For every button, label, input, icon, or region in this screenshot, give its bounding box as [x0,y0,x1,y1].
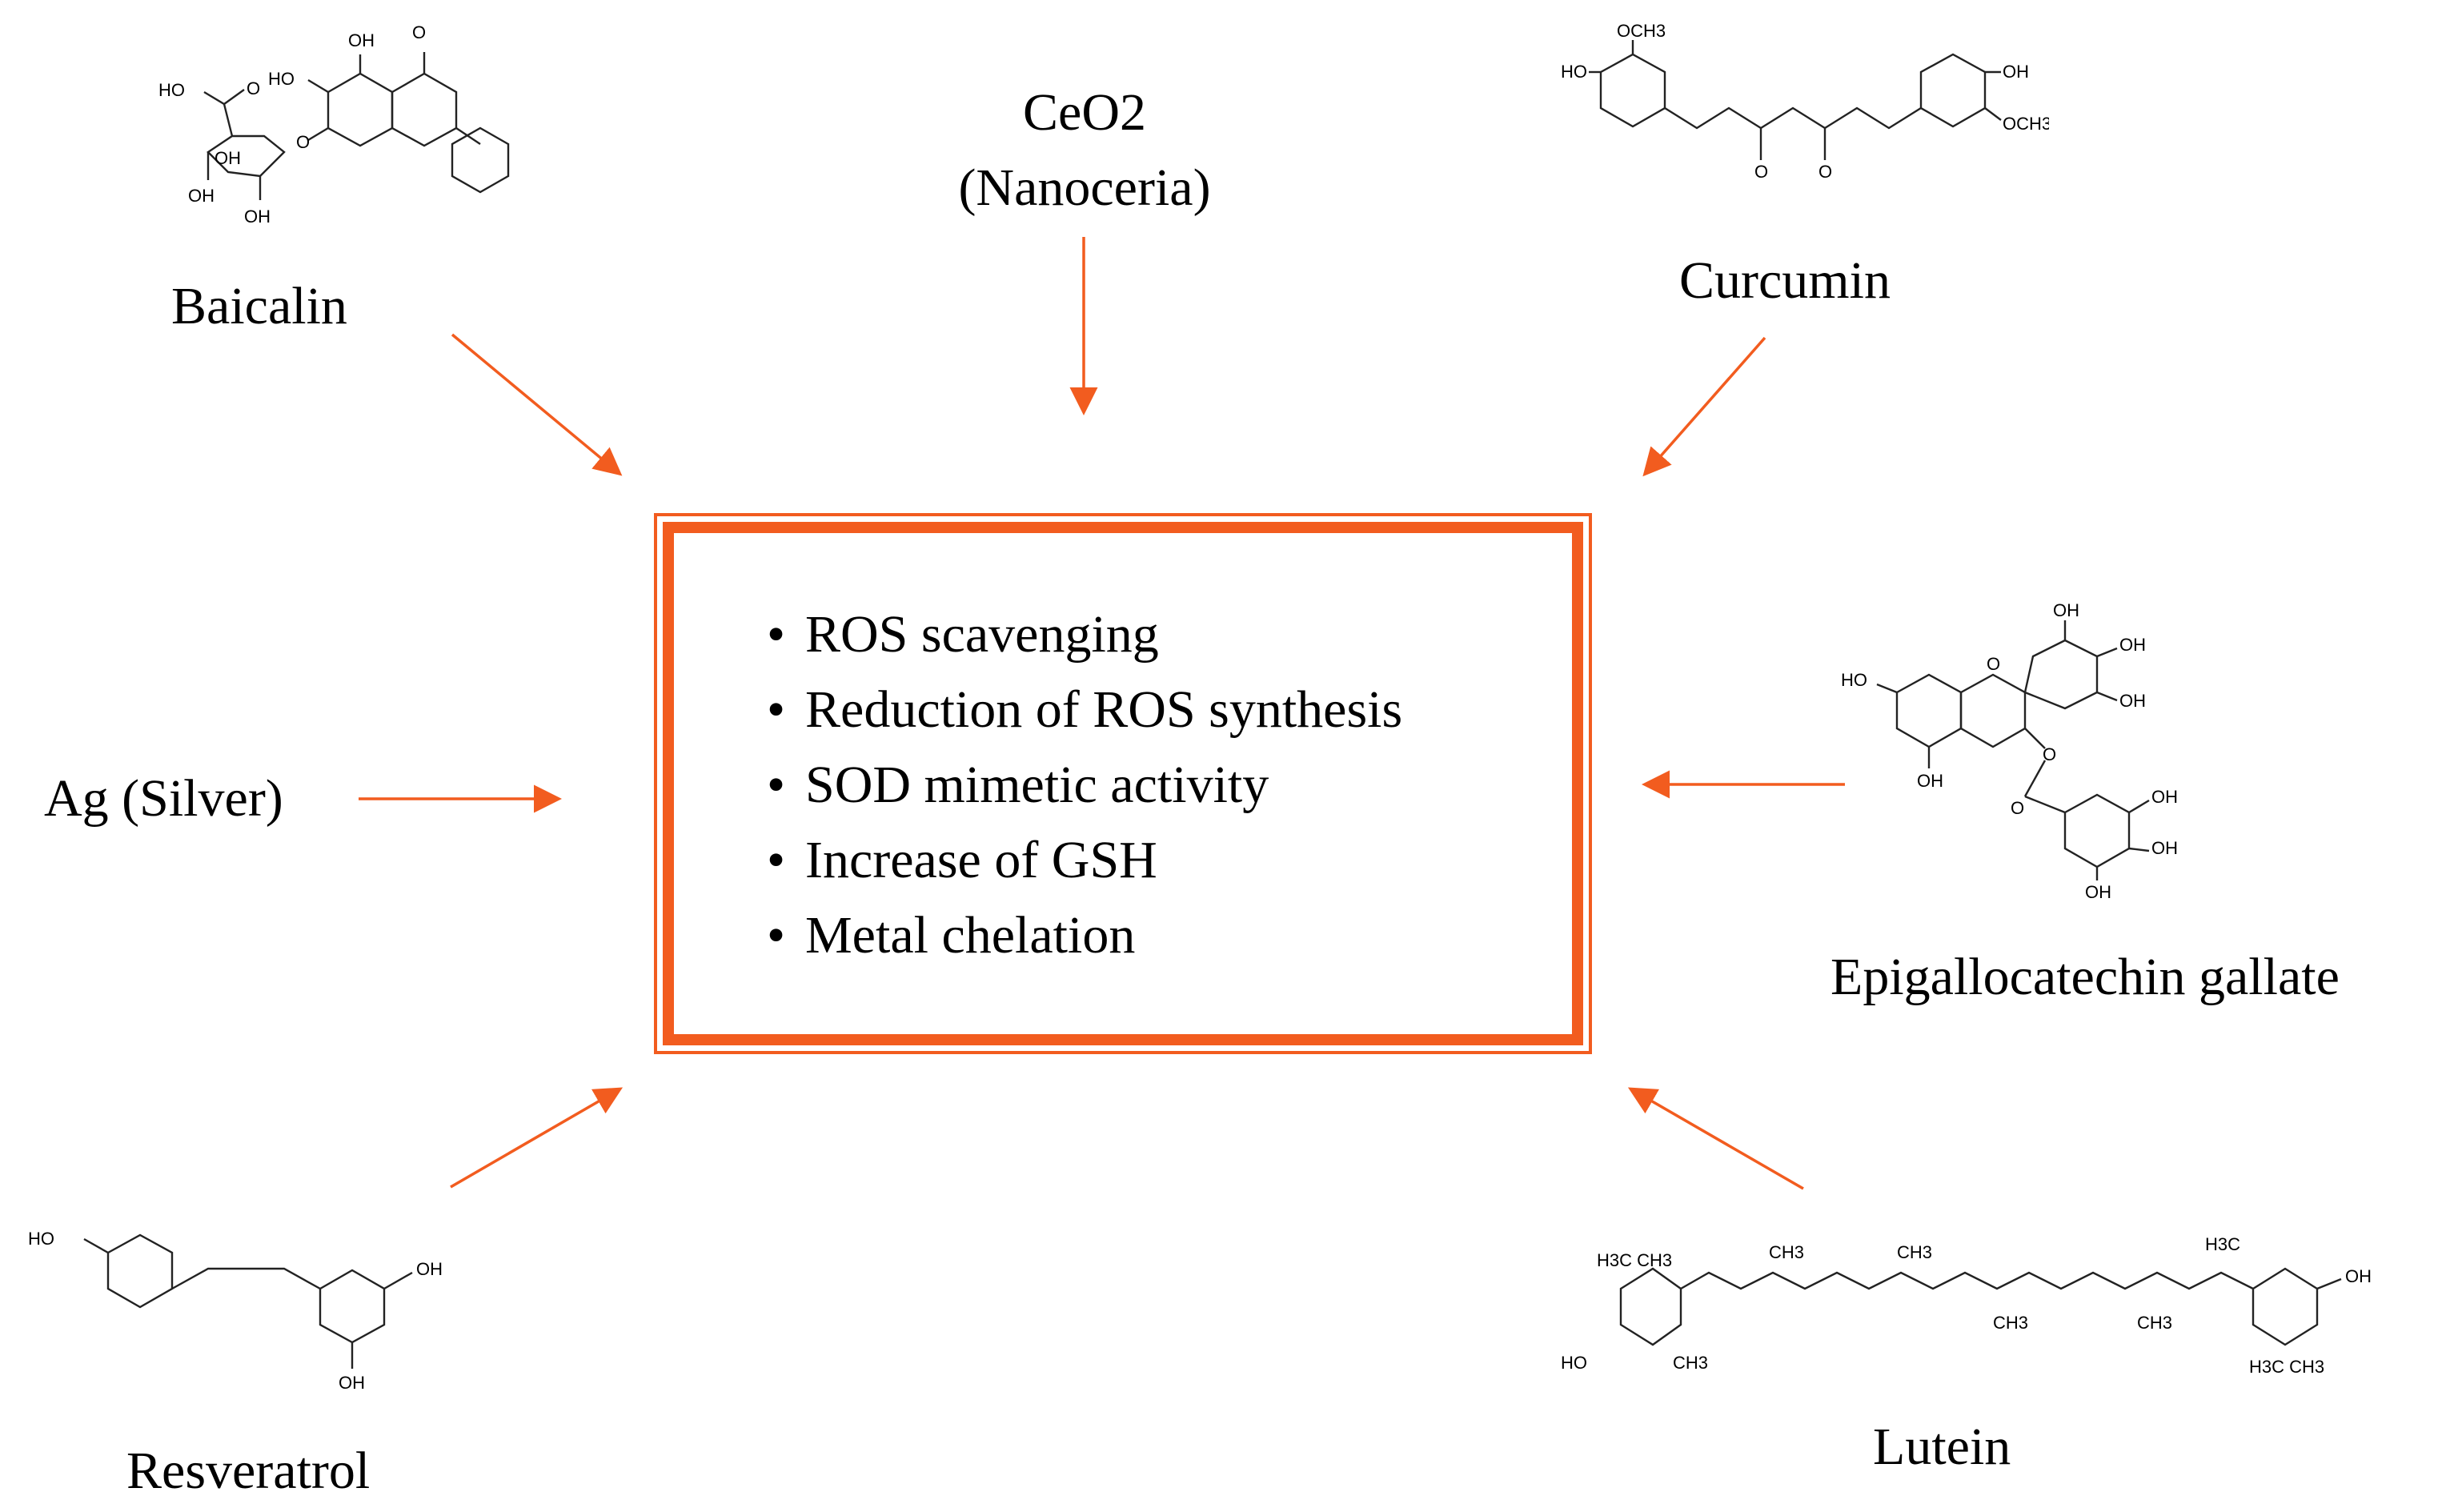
effect-item: Increase of GSH [767,823,1402,898]
effect-item: Metal chelation [767,898,1402,973]
arrow-resveratrol [450,1087,624,1189]
egcg-atom: OH [2119,635,2146,655]
resveratrol-atom: OH [339,1373,365,1393]
silver-label: Ag (Silver) [44,769,283,828]
baicalin-atom: O [412,22,426,42]
lutein-atom: CH3 [1993,1313,2028,1333]
baicalin-bond [223,89,245,105]
egcg-bond [2023,760,2047,797]
curcumin-atom: O [1818,162,1832,182]
curcumin-atom: OH [2003,62,2029,82]
resveratrol-bond [383,1271,413,1290]
curcumin-atom: OCH3 [2003,114,2049,134]
resveratrol-label: Resveratrol [126,1442,371,1500]
baicalin-atom: OH [188,186,215,206]
baicalin-bond [223,103,234,137]
curcumin-structure: OCH3 HO O O OH OCH3 [1561,21,2049,182]
effect-item: SOD mimetic activity [767,748,1402,823]
baicalin-bond [203,90,225,106]
lutein-atom: H3C CH3 [1597,1250,1672,1270]
curcumin-bond [1984,107,2002,121]
baicalin-bond [307,126,329,142]
egcg-ring-gallate [2063,793,2131,868]
lutein-atom: HO [1561,1353,1587,1373]
egcg-label: Epigallocatechin gallate [1830,948,2340,1006]
egcg-atom: OH [2151,787,2178,807]
egcg-bond [2128,799,2150,814]
resveratrol-bond [83,1237,109,1254]
baicalin-label: Baicalin [171,277,347,335]
egcg-atom: OH [1917,771,1943,791]
arrow-lutein [1627,1087,1804,1190]
egcg-atom: OH [2119,691,2146,711]
baicalin-atom: OH [215,148,241,168]
egcg-ring-b [2023,639,2099,710]
curcumin-ring-right [1919,53,1987,128]
egcg-structure: HO O OH OH OH OH O O OH OH OH [1841,600,2178,900]
egcg-bond [2024,795,2066,814]
egcg-atom: O [2043,744,2056,764]
resveratrol-structure: HO OH OH [28,1229,443,1393]
egcg-atom: O [1987,654,2000,674]
egcg-bond [1876,683,1898,694]
egcg-bond [2096,691,2118,702]
baicalin-atom: HO [158,80,185,100]
egcg-atom: HO [1841,670,1867,690]
arrow-baicalin [451,333,623,476]
lutein-label: Lutein [1873,1418,2011,1476]
egcg-atom: O [2011,798,2024,818]
baicalin-bond [307,78,329,94]
baicalin-ring-b [451,126,510,194]
egcg-atom: OH [2151,838,2178,858]
baicalin-atom: O [247,78,260,98]
lutein-bond [2316,1277,2342,1290]
lutein-polyene-chain [1680,1271,2254,1290]
egcg-bond [2024,728,2046,749]
resveratrol-atom: HO [28,1229,54,1249]
lutein-atom: CH3 [2137,1313,2172,1333]
lutein-structure: H3C CH3 CH3 CH3 HO CH3 CH3 CH3 H3C OH H3… [1561,1234,2372,1377]
egcg-bond [2128,847,2150,852]
egcg-bond [2096,647,2118,658]
effect-item: Reduction of ROS synthesis [767,672,1402,748]
lutein-atom: OH [2345,1266,2372,1286]
lutein-atom: CH3 [1769,1242,1804,1262]
curcumin-chain [1664,106,1922,130]
curcumin-ring-left [1599,53,1666,128]
curcumin-label: Curcumin [1679,251,1891,310]
effect-item: ROS scavenging [767,597,1402,672]
baicalin-bond [455,127,481,145]
ceo2-label-line1: CeO2 [1023,83,1146,142]
lutein-ring-right [2252,1267,2319,1346]
baicalin-atom: OH [348,30,375,50]
lutein-atom: H3C [2205,1234,2240,1254]
ceo2-label-line2: (Nanoceria) [958,158,1211,217]
egcg-ring-c [1959,673,2027,748]
baicalin-ring-c [391,72,458,147]
arrow-curcumin [1642,336,1766,477]
baicalin-atom: O [296,132,310,152]
curcumin-atom: O [1754,162,1768,182]
lutein-ring-left [1619,1267,1682,1346]
baicalin-ring-a [327,72,394,147]
baicalin-atom: OH [244,207,271,227]
lutein-atom: CH3 [1673,1353,1708,1373]
lutein-atom: CH3 [1897,1242,1932,1262]
resveratrol-vinyl [171,1267,321,1290]
egcg-atom: OH [2085,882,2111,900]
baicalin-atom: HO [268,69,295,89]
resveratrol-atom: OH [416,1259,443,1279]
curcumin-atom: HO [1561,62,1587,82]
curcumin-atom: OCH3 [1617,21,1666,41]
lutein-atom: H3C CH3 [2249,1357,2324,1377]
baicalin-structure: O OH HO O HO O OH OH OH [158,22,510,227]
effects-box: ROS scavenging Reduction of ROS synthesi… [654,513,1592,1054]
resveratrol-ring-left [106,1233,174,1309]
egcg-ring-a [1895,673,1963,748]
resveratrol-ring-right [319,1269,386,1344]
egcg-atom: OH [2053,600,2079,620]
effects-list: ROS scavenging Reduction of ROS synthesi… [767,597,1402,973]
